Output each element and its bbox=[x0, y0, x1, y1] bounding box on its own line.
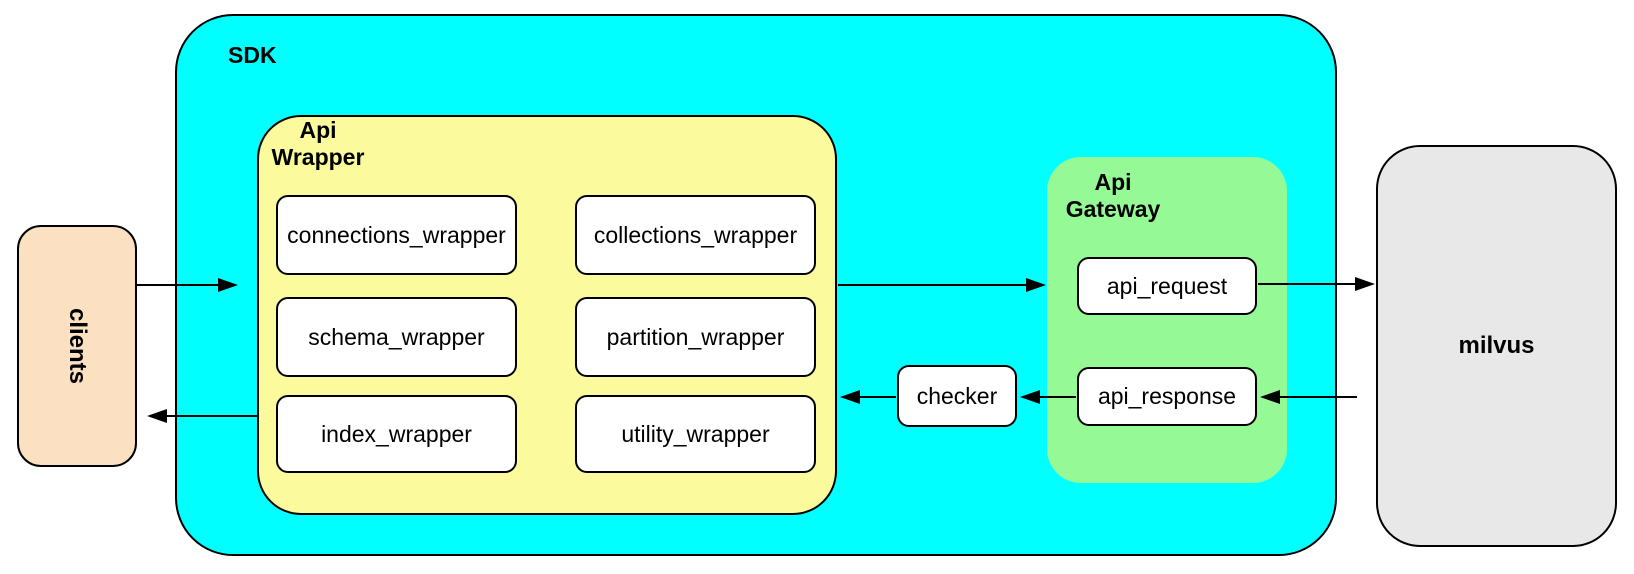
clients-node: clients bbox=[17, 225, 137, 467]
api-gateway-container bbox=[1047, 157, 1287, 483]
api-request-node: api_request bbox=[1077, 257, 1257, 315]
checker-node: checker bbox=[897, 365, 1017, 427]
api-wrapper-label: Api Wrapper bbox=[271, 117, 365, 170]
sdk-label: SDK bbox=[228, 42, 277, 68]
milvus-node: milvus bbox=[1376, 145, 1617, 547]
api-response-node: api_response bbox=[1077, 367, 1257, 426]
collections-wrapper-node: collections_wrapper bbox=[575, 195, 816, 275]
clients-label: clients bbox=[64, 307, 91, 385]
connections-wrapper-node: connections_wrapper bbox=[276, 195, 517, 275]
schema-wrapper-node: schema_wrapper bbox=[276, 297, 517, 377]
utility-wrapper-node: utility_wrapper bbox=[575, 395, 816, 473]
partition-wrapper-node: partition_wrapper bbox=[575, 297, 816, 377]
api-gateway-label: Api Gateway bbox=[1065, 169, 1161, 222]
index-wrapper-node: index_wrapper bbox=[276, 395, 517, 473]
milvus-label: milvus bbox=[1458, 332, 1535, 359]
